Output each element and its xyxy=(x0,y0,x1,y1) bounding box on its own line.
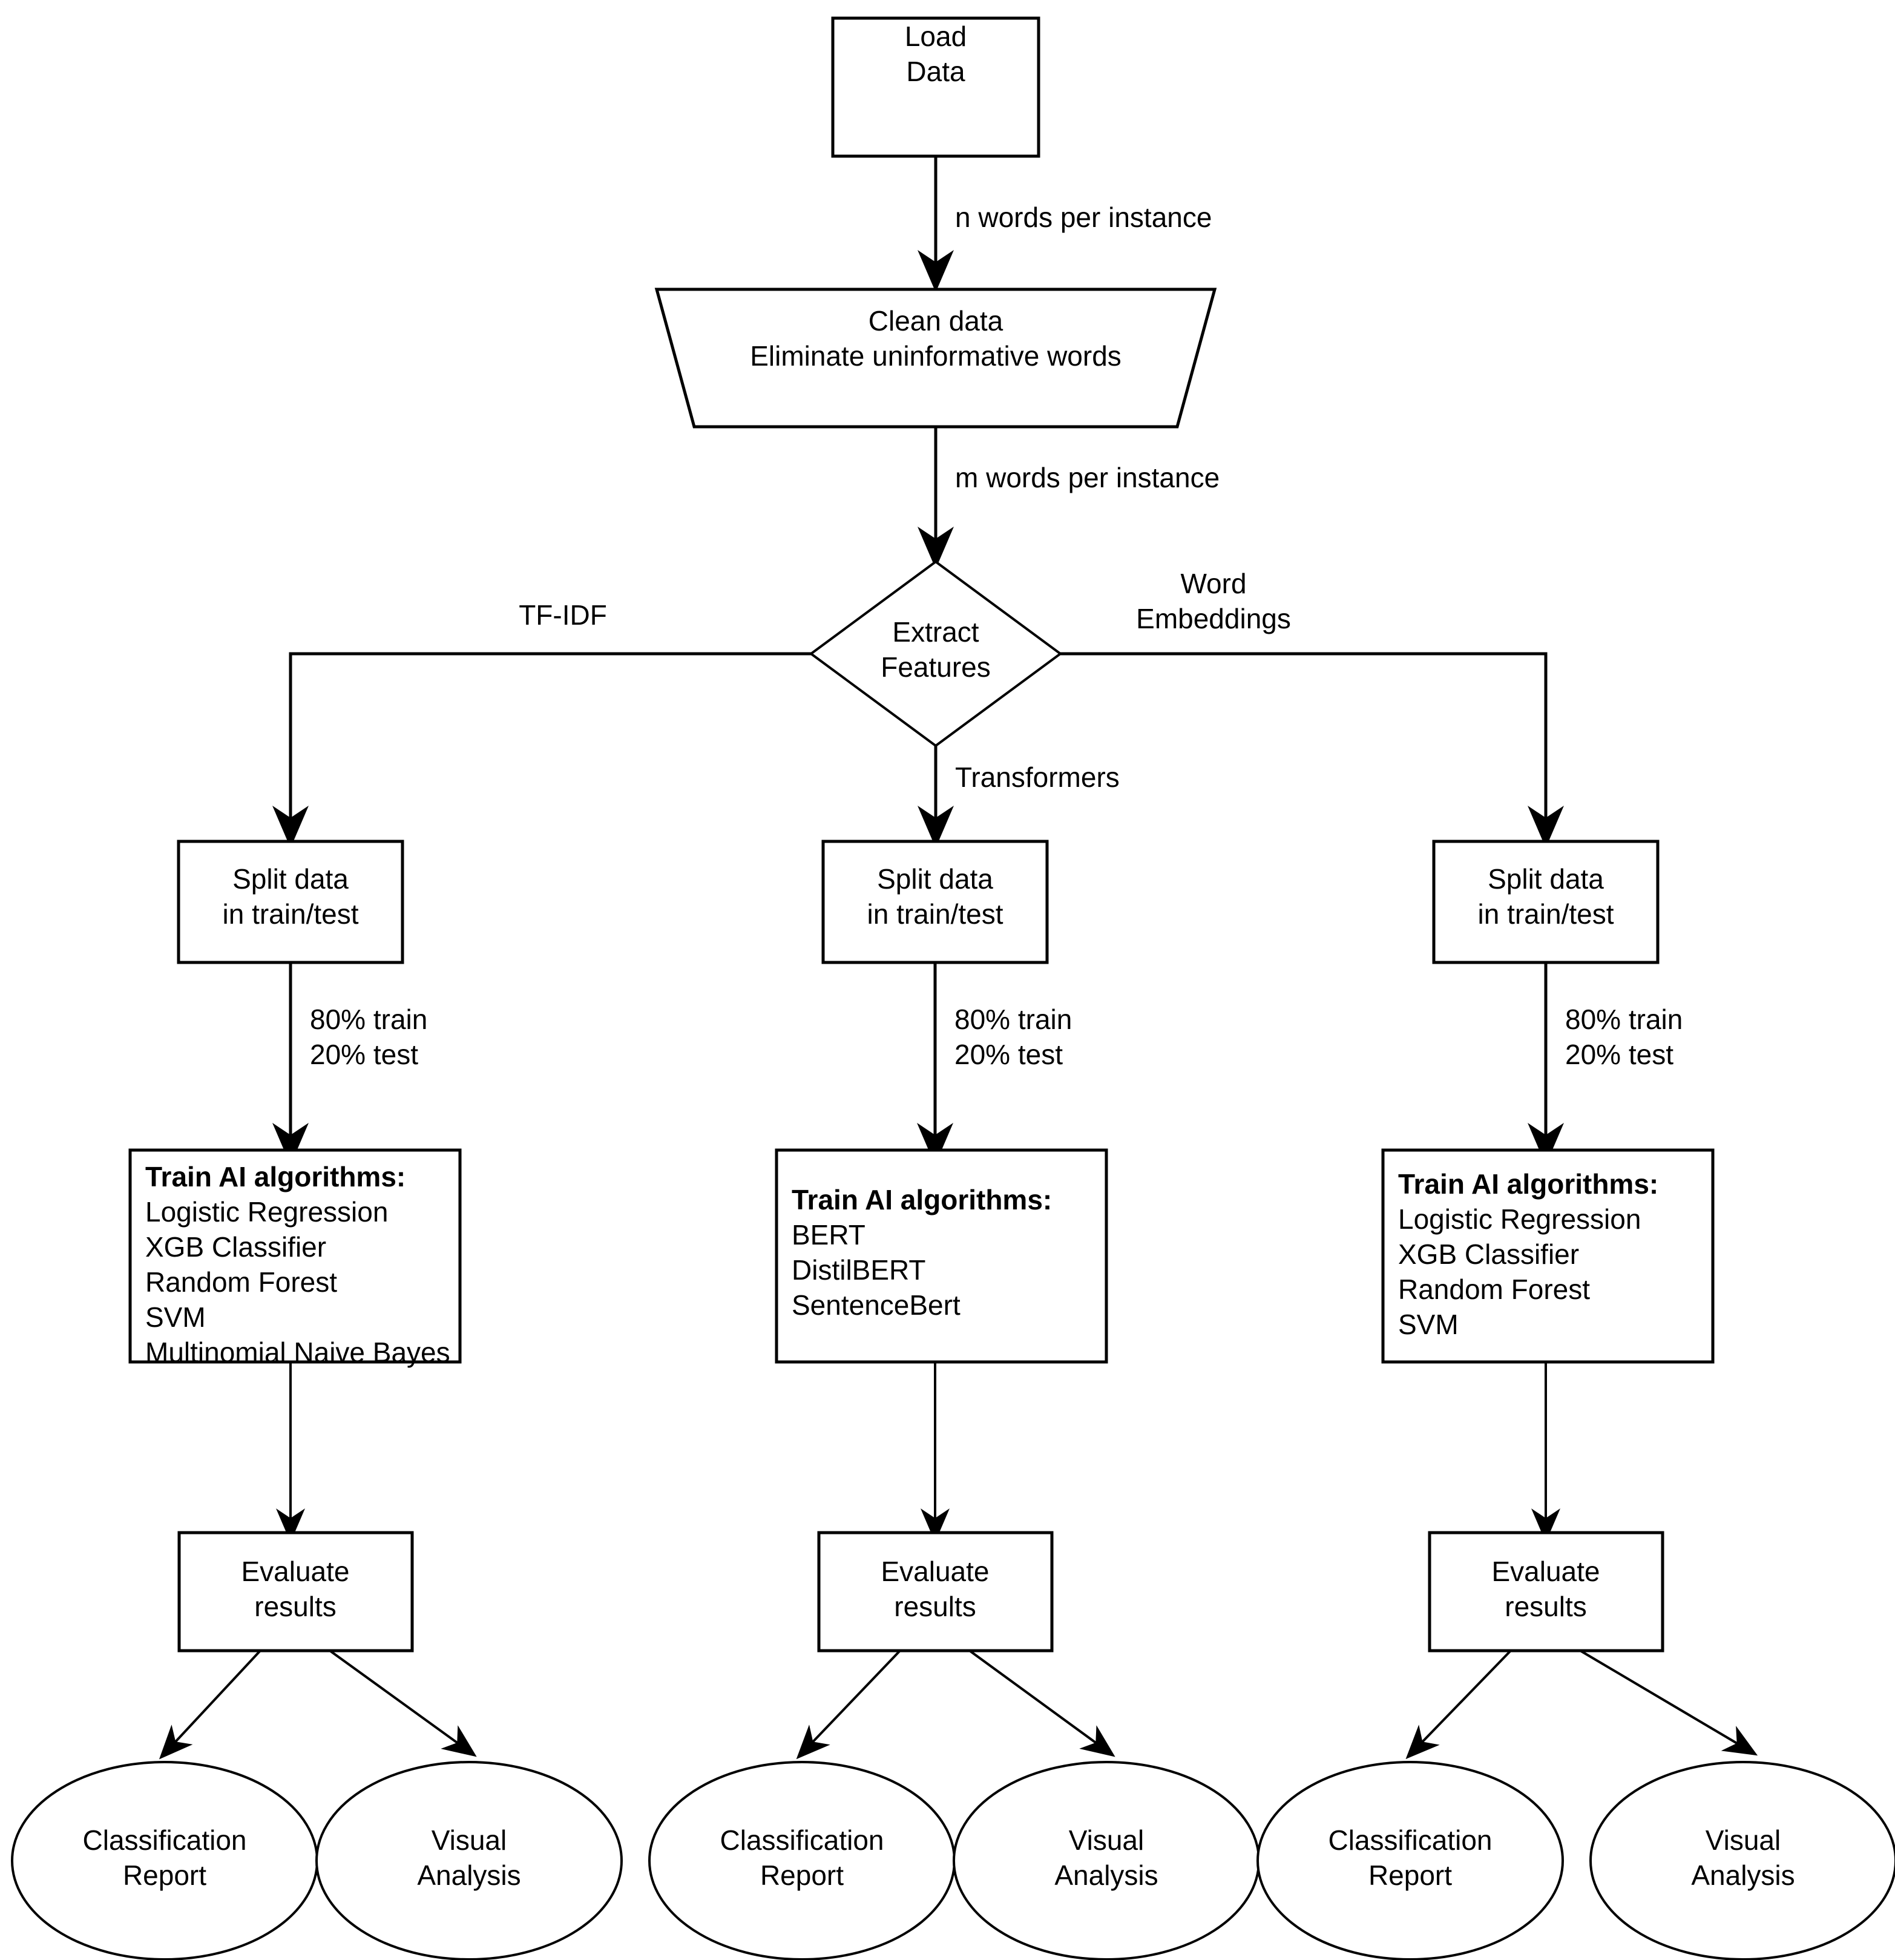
split-data-transformers-line2: in train/test xyxy=(867,898,1003,930)
visual-analysis-transformers-line2: Analysis xyxy=(1054,1860,1158,1891)
algorithm-item: Random Forest xyxy=(145,1266,337,1298)
split-data-embeddings-line2: in train/test xyxy=(1478,898,1614,930)
edge-label-split-transformers-line1: 80% train xyxy=(954,1004,1072,1035)
visual-analysis-tfidf-line1: Visual xyxy=(432,1824,507,1856)
edge-label-split-embeddings-line2: 20% test xyxy=(1565,1039,1673,1070)
node-clean-data[interactable]: Clean data Eliminate uninformative words xyxy=(654,288,1217,429)
evaluate-results-embeddings-line2: results xyxy=(1505,1591,1586,1622)
classification-report-transformers-line2: Report xyxy=(760,1860,844,1891)
clean-data-label-line2: Eliminate uninformative words xyxy=(750,340,1122,372)
edge-label-split-tfidf-line2: 20% test xyxy=(310,1039,418,1070)
node-train-algorithms-embeddings[interactable]: Train AI algorithms: Logistic Regression… xyxy=(1381,1148,1715,1364)
node-evaluate-results-embeddings[interactable]: Evaluate results xyxy=(1428,1531,1664,1653)
split-data-box-tfidf[interactable] xyxy=(177,840,404,964)
classification-report-ellipse-embeddings[interactable] xyxy=(1256,1761,1564,1960)
node-visual-analysis-embeddings[interactable]: Visual Analysis xyxy=(1589,1761,1895,1960)
edge-evaluate-to-visual-transformers xyxy=(968,1649,1115,1757)
classification-report-tfidf-line2: Report xyxy=(123,1860,206,1891)
edge-label-n-words: n words per instance xyxy=(955,202,1212,233)
node-split-data-transformers[interactable]: Split data in train/test xyxy=(821,840,1049,964)
visual-analysis-tfidf-line2: Analysis xyxy=(417,1860,521,1891)
edge-evaluate-to-visual-tfidf xyxy=(329,1649,477,1757)
load-data-label-line1: Load xyxy=(905,21,967,52)
edge-branch-embeddings xyxy=(1060,652,1564,848)
node-evaluate-results-transformers[interactable]: Evaluate results xyxy=(817,1531,1054,1653)
train-algorithms-box-tfidf[interactable] xyxy=(128,1148,462,1364)
classification-report-tfidf-line1: Classification xyxy=(83,1824,247,1856)
node-load-data[interactable]: Load Data xyxy=(831,16,1040,158)
load-data-label-line2: Data xyxy=(906,56,965,87)
algorithm-item: DistilBERT xyxy=(792,1254,926,1286)
clean-data-trapezoid[interactable] xyxy=(654,288,1217,429)
node-extract-features[interactable]: Extract Features xyxy=(809,560,1063,748)
evaluate-results-tfidf-line2: results xyxy=(254,1591,336,1622)
evaluate-results-transformers-line2: results xyxy=(894,1591,976,1622)
split-data-tfidf-line1: Split data xyxy=(232,863,349,895)
node-classification-report-transformers[interactable]: Classification Report xyxy=(648,1761,956,1960)
node-classification-report-embeddings[interactable]: Classification Report xyxy=(1256,1761,1564,1960)
algorithm-item: Logistic Regression xyxy=(1398,1203,1641,1235)
split-data-tfidf-line2: in train/test xyxy=(223,898,359,930)
extract-features-label-line1: Extract xyxy=(892,616,979,648)
algorithm-item: SVM xyxy=(1398,1309,1459,1340)
train-heading-embeddings: Train AI algorithms: xyxy=(1398,1168,1658,1200)
visual-analysis-ellipse-embeddings[interactable] xyxy=(1589,1761,1895,1960)
edge-evaluate-to-report-transformers xyxy=(796,1649,901,1760)
algorithm-item: XGB Classifier xyxy=(145,1231,326,1263)
visual-analysis-transformers-line1: Visual xyxy=(1069,1824,1144,1856)
edge-label-embeddings-line1: Word xyxy=(1180,568,1246,599)
edge-branch-tfidf xyxy=(272,652,811,848)
train-heading-transformers: Train AI algorithms: xyxy=(792,1184,1052,1215)
split-data-transformers-line1: Split data xyxy=(877,863,993,895)
algorithm-item: SVM xyxy=(145,1301,206,1333)
evaluate-results-box-tfidf[interactable] xyxy=(177,1531,414,1653)
node-split-data-embeddings[interactable]: Split data in train/test xyxy=(1432,840,1660,964)
classification-report-embeddings-line2: Report xyxy=(1368,1860,1452,1891)
node-split-data-tfidf[interactable]: Split data in train/test xyxy=(177,840,404,964)
classification-report-embeddings-line1: Classification xyxy=(1328,1824,1493,1856)
load-data-box[interactable] xyxy=(831,16,1040,158)
algorithm-item: XGB Classifier xyxy=(1398,1238,1579,1270)
edge-label-transformers: Transformers xyxy=(955,761,1120,793)
algorithm-item: BERT xyxy=(792,1219,865,1251)
edge-evaluate-to-report-embeddings xyxy=(1405,1649,1512,1760)
edge-evaluate-to-visual-embeddings xyxy=(1579,1649,1758,1756)
train-algorithms-box-embeddings[interactable] xyxy=(1381,1148,1715,1364)
node-visual-analysis-transformers[interactable]: Visual Analysis xyxy=(953,1761,1260,1960)
edge-label-tfidf: TF-IDF xyxy=(519,599,607,631)
edge-label-split-transformers-line2: 20% test xyxy=(954,1039,1063,1070)
classification-report-transformers-line1: Classification xyxy=(720,1824,884,1856)
evaluate-results-box-embeddings[interactable] xyxy=(1428,1531,1664,1653)
train-algorithms-box-transformers[interactable] xyxy=(775,1148,1108,1364)
algorithm-item: Logistic Regression xyxy=(145,1196,388,1228)
evaluate-results-transformers-line1: Evaluate xyxy=(881,1556,989,1587)
visual-analysis-embeddings-line1: Visual xyxy=(1706,1824,1781,1856)
node-train-algorithms-transformers[interactable]: Train AI algorithms: BERT DistilBERT Sen… xyxy=(775,1148,1108,1364)
edge-label-split-embeddings-line1: 80% train xyxy=(1565,1004,1683,1035)
train-heading-tfidf: Train AI algorithms: xyxy=(145,1161,406,1192)
edge-label-embeddings-line2: Embeddings xyxy=(1136,603,1291,634)
evaluate-results-embeddings-line1: Evaluate xyxy=(1491,1556,1600,1587)
node-visual-analysis-tfidf[interactable]: Visual Analysis xyxy=(315,1761,623,1960)
edge-label-m-words: m words per instance xyxy=(955,462,1220,493)
algorithm-item: SentenceBert xyxy=(792,1289,961,1321)
algorithm-item: Multinomial Naive Bayes xyxy=(145,1337,450,1368)
clean-data-label-line1: Clean data xyxy=(869,305,1003,337)
visual-analysis-embeddings-line2: Analysis xyxy=(1691,1860,1795,1891)
extract-features-label-line2: Features xyxy=(881,651,991,683)
node-train-algorithms-tfidf[interactable]: Train AI algorithms: Logistic Regression… xyxy=(128,1148,462,1368)
evaluate-results-box-transformers[interactable] xyxy=(817,1531,1054,1653)
split-data-box-embeddings[interactable] xyxy=(1432,840,1660,964)
node-classification-report-tfidf[interactable]: Classification Report xyxy=(11,1761,318,1960)
algorithm-item: Random Forest xyxy=(1398,1274,1590,1305)
edge-evaluate-to-report-tfidf xyxy=(159,1649,261,1760)
evaluate-results-tfidf-line1: Evaluate xyxy=(241,1556,349,1587)
node-evaluate-results-tfidf[interactable]: Evaluate results xyxy=(177,1531,414,1653)
split-data-embeddings-line1: Split data xyxy=(1488,863,1604,895)
edge-label-split-tfidf-line1: 80% train xyxy=(310,1004,427,1035)
visual-analysis-ellipse-tfidf[interactable] xyxy=(315,1761,623,1960)
